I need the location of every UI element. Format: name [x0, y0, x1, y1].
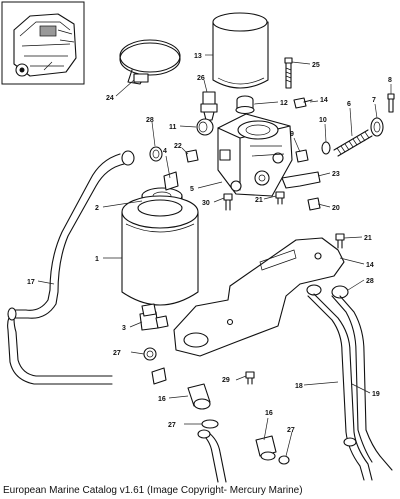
callout-5: 5 [190, 186, 194, 193]
washer-10 [321, 141, 331, 155]
callout-1: 1 [95, 256, 99, 263]
callout-21-upper: 21 [255, 197, 263, 204]
spring-6 [333, 129, 373, 157]
callout-2: 2 [95, 205, 99, 212]
callout-22: 22 [174, 143, 182, 150]
callout-9: 9 [290, 131, 294, 138]
hose-clamp-band [119, 39, 181, 85]
callout-3: 3 [122, 325, 126, 332]
o-ring-27-mid [143, 347, 157, 361]
callout-29: 29 [222, 377, 230, 384]
leader-lines [37, 54, 392, 457]
callout-13: 13 [194, 53, 202, 60]
adapter-12 [235, 95, 255, 115]
fitting-16-upper [187, 383, 211, 410]
callout-16-lower: 16 [265, 410, 273, 417]
o-ring-28-upper [149, 146, 163, 162]
callout-17: 17 [27, 279, 35, 286]
fuel-line-17 [7, 150, 135, 385]
callout-23: 23 [332, 171, 340, 178]
screw-8 [387, 93, 395, 113]
fitting-9 [295, 149, 309, 163]
callout-27-bottom: 27 [287, 427, 295, 434]
callout-24: 24 [106, 95, 114, 102]
screw-29 [245, 371, 255, 385]
filter-cover [212, 12, 269, 89]
screw-21-lower [335, 233, 345, 249]
callout-11: 11 [169, 124, 177, 131]
callout-30: 30 [202, 200, 210, 207]
fuel-filter-1 [121, 195, 199, 306]
callout-19: 19 [372, 391, 380, 398]
callout-21-lower: 21 [364, 235, 372, 242]
callout-12: 12 [280, 100, 288, 107]
callout-25: 25 [312, 62, 320, 69]
valve-22 [185, 149, 199, 163]
callout-26: 26 [197, 75, 205, 82]
callout-27-lower: 27 [168, 422, 176, 429]
nut-20 [307, 197, 321, 211]
callout-14-upper: 14 [320, 97, 328, 104]
callout-8: 8 [388, 77, 392, 84]
elbow-fitting-3 [139, 303, 169, 331]
callout-18: 18 [295, 383, 303, 390]
screw-21-upper [275, 191, 285, 205]
hose-clip [151, 367, 167, 385]
footer-copyright: European Marine Catalog v1.61 (Image Cop… [3, 485, 303, 496]
fitting-16-lower [255, 435, 277, 461]
fuel-lines-bottom [197, 429, 227, 483]
callout-14-lower: 14 [366, 262, 374, 269]
mounting-bracket-14 [173, 237, 345, 357]
fitting-14-upper [293, 97, 313, 109]
fuel-lines-18-19 [307, 293, 393, 481]
plug-11 [196, 118, 214, 136]
callout-28-lower: 28 [366, 278, 374, 285]
callout-10: 10 [319, 117, 327, 124]
callout-28-upper: 28 [146, 117, 154, 124]
o-ring-27-lower [201, 419, 219, 429]
callout-16-upper: 16 [158, 396, 166, 403]
callout-4: 4 [163, 148, 167, 155]
filter-head-housing [217, 113, 293, 197]
cap-7 [370, 117, 384, 137]
callout-7: 7 [372, 97, 376, 104]
callout-labels: 1 2 3 4 5 6 7 8 9 10 11 12 13 14 14 16 1… [27, 53, 392, 434]
bolt-25 [284, 57, 293, 89]
bolt-30 [223, 193, 233, 211]
o-ring-28-lower [306, 284, 349, 299]
callout-27-mid: 27 [113, 350, 121, 357]
o-ring-27-bottom [278, 455, 290, 465]
engine-thumbnail [1, 1, 85, 85]
callout-20: 20 [332, 205, 340, 212]
fitting-26 [200, 91, 218, 121]
callout-6: 6 [347, 101, 351, 108]
bracket-clip-23 [281, 171, 321, 189]
